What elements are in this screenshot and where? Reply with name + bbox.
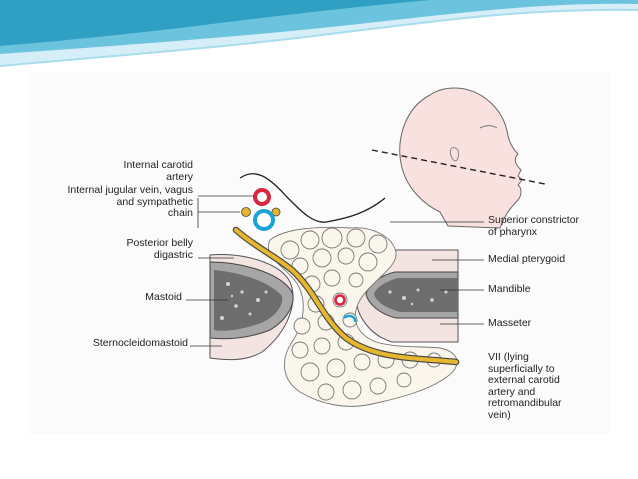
label-superior-constrictor: Superior constrictor of pharynx xyxy=(488,215,579,238)
external-carotid-artery-icon xyxy=(336,296,345,305)
internal-carotid-artery-icon xyxy=(255,190,269,204)
label-sternocleidomastoid: Sternocleidomastoid xyxy=(93,338,188,350)
label-mastoid: Mastoid xyxy=(145,292,182,304)
label-medial-pterygoid: Medial pterygoid xyxy=(488,254,565,266)
label-internal-carotid-artery: Internal carotid artery xyxy=(124,160,193,183)
label-facial-nerve-vii: VII (lying superficially to external car… xyxy=(488,352,562,421)
vagus-nerve-icon xyxy=(242,208,251,217)
label-masseter: Masseter xyxy=(488,318,531,330)
head-profile-icon xyxy=(372,88,545,228)
internal-jugular-vein-icon xyxy=(255,211,273,229)
label-mandible: Mandible xyxy=(488,284,531,296)
label-posterior-belly-digastric: Posterior belly digastric xyxy=(126,238,193,261)
label-internal-jugular-vein: Internal jugular vein, vagus and sympath… xyxy=(68,185,194,220)
